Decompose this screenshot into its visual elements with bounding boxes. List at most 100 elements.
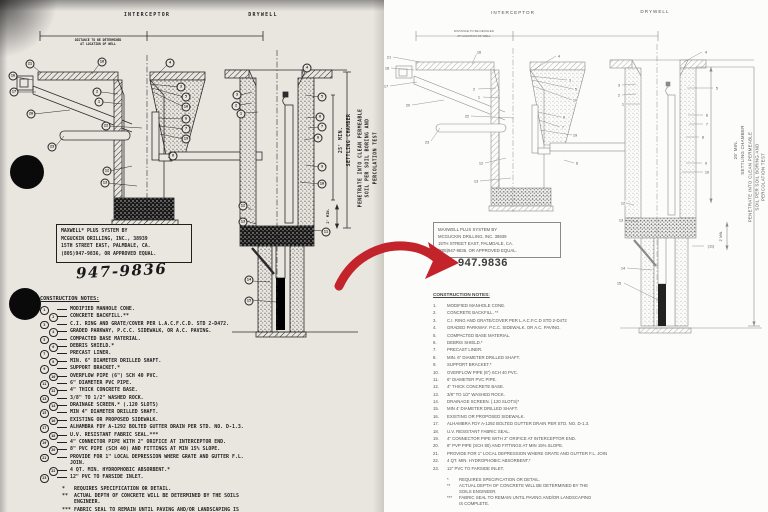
construction-note-item: 13.3/8" TO 1/2" WASHED ROCK. [433, 391, 505, 397]
construction-notes-title: CONSTRUCTION NOTES: [40, 296, 100, 302]
callout-marker: 1 [236, 109, 246, 119]
callout-marker: 4 [302, 63, 312, 73]
construction-note-item: 16.EXISTING OR PROPOSED SIDEWALK. [433, 413, 525, 419]
callout-marker: 8 [562, 114, 566, 120]
construction-notes-list: 1.MODIFIED MANHOLE CONE.2.CONCRETE BACKF… [433, 303, 668, 472]
callout-marker: 11 [321, 227, 331, 237]
interceptor-section [15, 31, 264, 226]
right-drawing [389, 31, 762, 334]
callout-marker: 1 [94, 97, 104, 107]
drywell-section [224, 50, 358, 338]
callout-marker: 5 [181, 92, 191, 102]
construction-note-item: 21.PROVIDE FOR 1" LOCAL DEPRESSION WHERE… [433, 450, 608, 456]
construction-note-item: 9.SUPPORT BRACKET.* [433, 362, 492, 368]
footnote-item: ***FABRIC SEAL TO REMAIN UNTIL PAVING AN… [447, 495, 592, 506]
callout-marker: 12 [238, 201, 248, 211]
construction-note-item: 1.MODIFIED MANHOLE CONE. [433, 303, 506, 308]
footnote-item: *REQUIRES SPECIFICATION OR DETAIL. [447, 476, 541, 482]
construction-note-item: 11.6" DIAMETER PVC PIPE. [433, 376, 497, 382]
callout-marker: 3 [176, 82, 186, 92]
callout-marker: 8 [701, 134, 705, 140]
binder-hole [9, 288, 41, 320]
construction-note-item: 17.ALHAMBRA FDY A-1292 BOLTED GUTTER DRA… [433, 421, 590, 427]
callout-marker: 22 [464, 113, 470, 119]
callout-marker: 10 [572, 97, 578, 103]
callout-marker: 8 [181, 114, 191, 124]
scanned-drawing-page: INTERCEPTOR DRYWELL DISTANCE TO BE DETER… [0, 0, 384, 512]
callout-marker: 4 [557, 53, 561, 59]
callout-marker: 1 [621, 101, 625, 107]
callout-marker: 7 [317, 122, 327, 132]
callout-marker: 6 [705, 112, 709, 118]
construction-notes: CONSTRUCTION NOTES: 1.MODIFIED MANHOLE C… [433, 292, 668, 507]
callout-marker: 6 [315, 112, 325, 122]
construction-note-item: 22.4 QT. MIN. HYDROPHOBIC ABSORBENT.* [433, 458, 531, 464]
callout-marker: 18 [384, 65, 390, 71]
callout-marker: 20 [405, 102, 411, 108]
callout-marker: 5 [715, 85, 719, 91]
callout-marker: 18 [8, 71, 18, 81]
footnote-item: **ACTUAL DEPTH OF CONCRETE WILL BE DETER… [447, 483, 589, 494]
callout-marker: 8 [313, 133, 323, 143]
construction-note-item: 6.DEBRIS SHIELD.* [433, 339, 483, 345]
callout-marker: 7 [705, 121, 709, 127]
callout-marker: 17 [9, 87, 19, 97]
callout-marker: 23 [424, 139, 430, 145]
callout-marker: 4 [704, 49, 708, 55]
callout-marker: 15 [616, 280, 622, 286]
footnote-item: **ACTUAL DEPTH OF CONCRETE WILL BE DETER… [62, 493, 239, 506]
footnote-item: ***FABRIC SEAL TO REMAIN UNTIL PAVING AN… [62, 506, 239, 512]
callout-marker: 21 [386, 54, 392, 60]
construction-note-item: 20.8" PVP PIPE (SCH 80) AND FITTINGS AT … [433, 443, 564, 449]
construction-note-item: 18.U.V. RESISTANT FABRIC SEAL. [433, 428, 510, 434]
callout-marker: 16 [476, 49, 482, 55]
callout-marker: 6 [575, 160, 579, 166]
callout-marker: 14 [620, 265, 626, 271]
callout-marker: 12 [620, 200, 626, 206]
callout-marker: 13 [473, 178, 479, 184]
drywell-label: DRYWELL [640, 9, 670, 14]
footnote-item: *REQUIRES SPECIFICATION OR DETAIL. [62, 485, 172, 492]
callout-marker: 2 [92, 87, 102, 97]
drywell-label: DRYWELL [248, 12, 278, 18]
callout-marker: 10 [704, 169, 710, 175]
callout-marker: 13 [100, 178, 110, 188]
callout-marker: 20 [26, 109, 36, 119]
callout-marker: 13 [238, 217, 248, 227]
callout-marker: (11) [707, 243, 715, 249]
callout-marker: 22 [101, 121, 111, 131]
callout-marker: 3 [232, 90, 242, 100]
interceptor-label: INTERCEPTOR [123, 12, 171, 18]
red-arrow-annotation [334, 241, 459, 291]
construction-note-item: 15.MIN 4' DIAMETER DRILLED SHAFT. [433, 406, 519, 412]
construction-note-item: 12.4" THICK CONCRETE BASE. [433, 384, 505, 390]
construction-note-item: 19.4" CONNECTOR PIPE WITH 2" ORIFICE AT … [433, 436, 577, 442]
footnotes: *REQUIRES SPECIFICATION OR DETAIL.**ACTU… [433, 477, 668, 507]
callout-marker: 1 [477, 94, 481, 100]
binder-hole [10, 155, 44, 189]
callout-marker: 10 [181, 102, 191, 112]
callout-marker: 7 [561, 124, 565, 130]
construction-note-item: 3.C.I. RING AND GRATE/COVER PER L.A.C.F.… [433, 317, 567, 323]
callout-marker: 4 [165, 58, 175, 68]
